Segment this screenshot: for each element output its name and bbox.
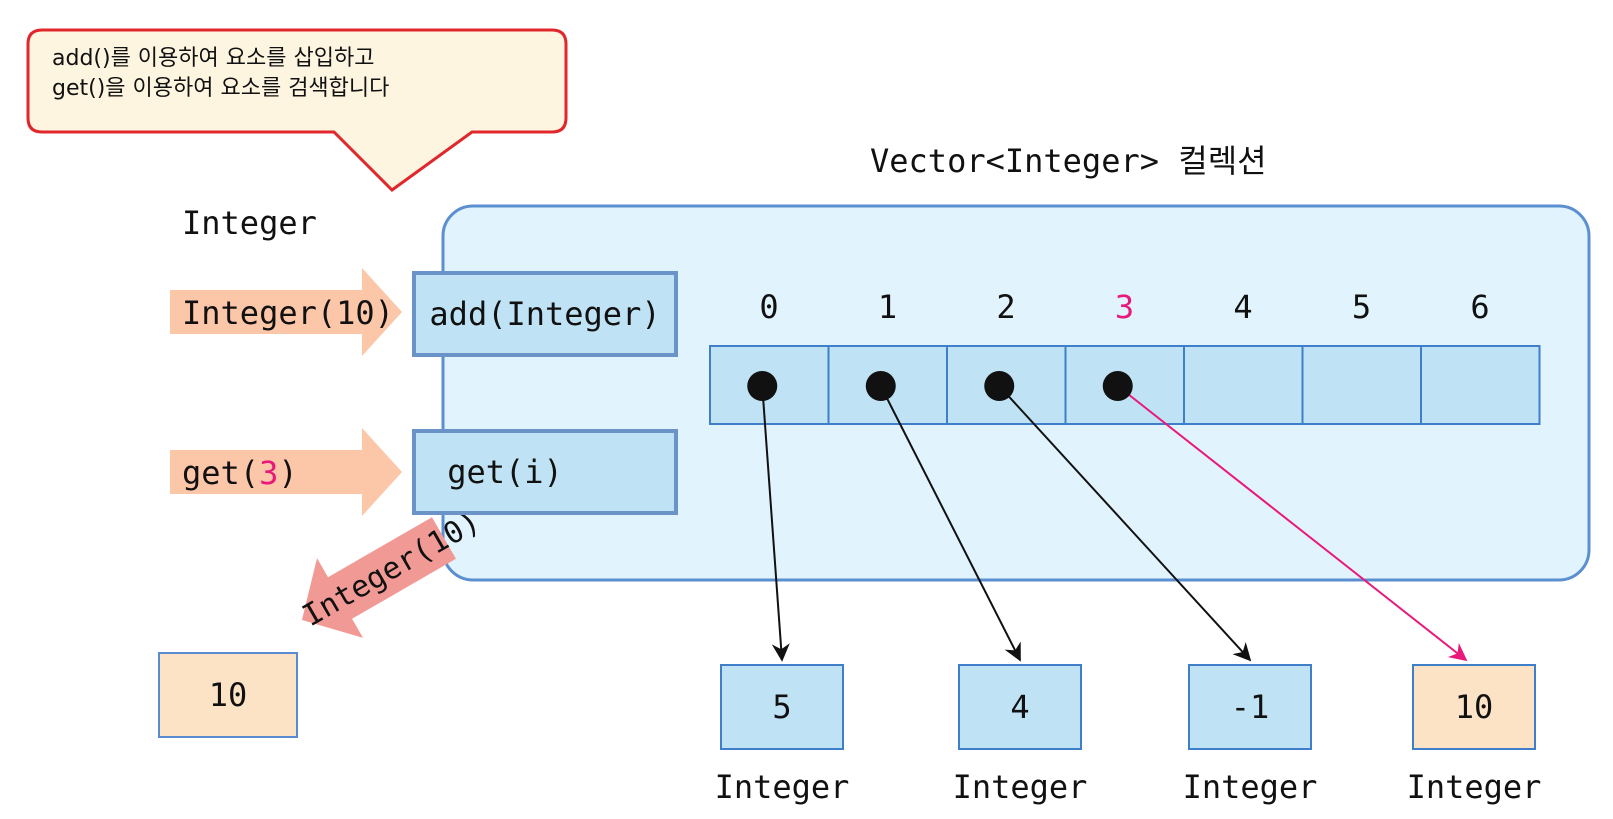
callout-text: add()를 이용하여 요소를 삽입하고 get()을 이용하여 요소를 검색합… [52,44,389,104]
index-label-3: 3 [1114,288,1135,326]
vector-cell-5 [1301,345,1422,425]
input-arrow-add [170,268,402,356]
get-suffix: ) [278,454,298,492]
collection-title: Vector<Integer> 컬렉션 [870,142,1267,180]
integer-type-label-1: Integer [952,768,1088,806]
vector-cell-4 [1183,345,1304,425]
output-arrow [301,517,456,638]
pointer-arrow-1 [879,385,1021,662]
get-index: 3 [259,454,279,492]
input-arrow-add-label: Integer(10) [182,294,394,332]
vector-cell-6 [1420,345,1541,425]
pointer-arrows [747,371,1468,662]
index-label-6: 6 [1470,288,1490,326]
pointer-dot-2 [984,371,1015,401]
index-label-2: 2 [996,288,1016,326]
integer-label: Integer [182,204,317,242]
integer-object-2: -1 [1188,664,1312,750]
pointer-arrow-0 [761,385,790,662]
add-method-box: add(Integer) [412,271,678,357]
integer-object-1: 4 [958,664,1082,750]
integer-type-label-3: Integer [1406,768,1542,806]
pointer-dot-3 [1102,371,1133,401]
pointer-arrow-3 [1117,385,1468,662]
callout-line-2: get()을 이용하여 요소를 검색합니다 [52,76,390,101]
input-arrow-get-label: get(3) [182,454,298,492]
index-label-4: 4 [1233,288,1253,326]
get-method-box: get(i) [412,429,678,515]
pointer-dot-0 [747,371,778,401]
result-box: 10 [158,652,298,738]
pointer-arrow-2 [998,385,1252,662]
input-arrow-get [170,428,402,516]
integer-type-label-2: Integer [1182,768,1318,806]
integer-object-0: 5 [720,664,844,750]
callout-bubble [26,28,568,192]
index-label-1: 1 [877,288,898,326]
pointer-dot-1 [865,371,896,401]
vector-cell-0 [709,345,830,425]
integer-type-label-0: Integer [714,768,850,806]
index-label-0: 0 [759,288,779,326]
integer-object-3: 10 [1412,664,1536,750]
index-label-5: 5 [1351,288,1372,326]
callout-line-1: add()를 이용하여 요소를 삽입하고 [52,46,375,71]
get-prefix: get( [182,454,260,492]
